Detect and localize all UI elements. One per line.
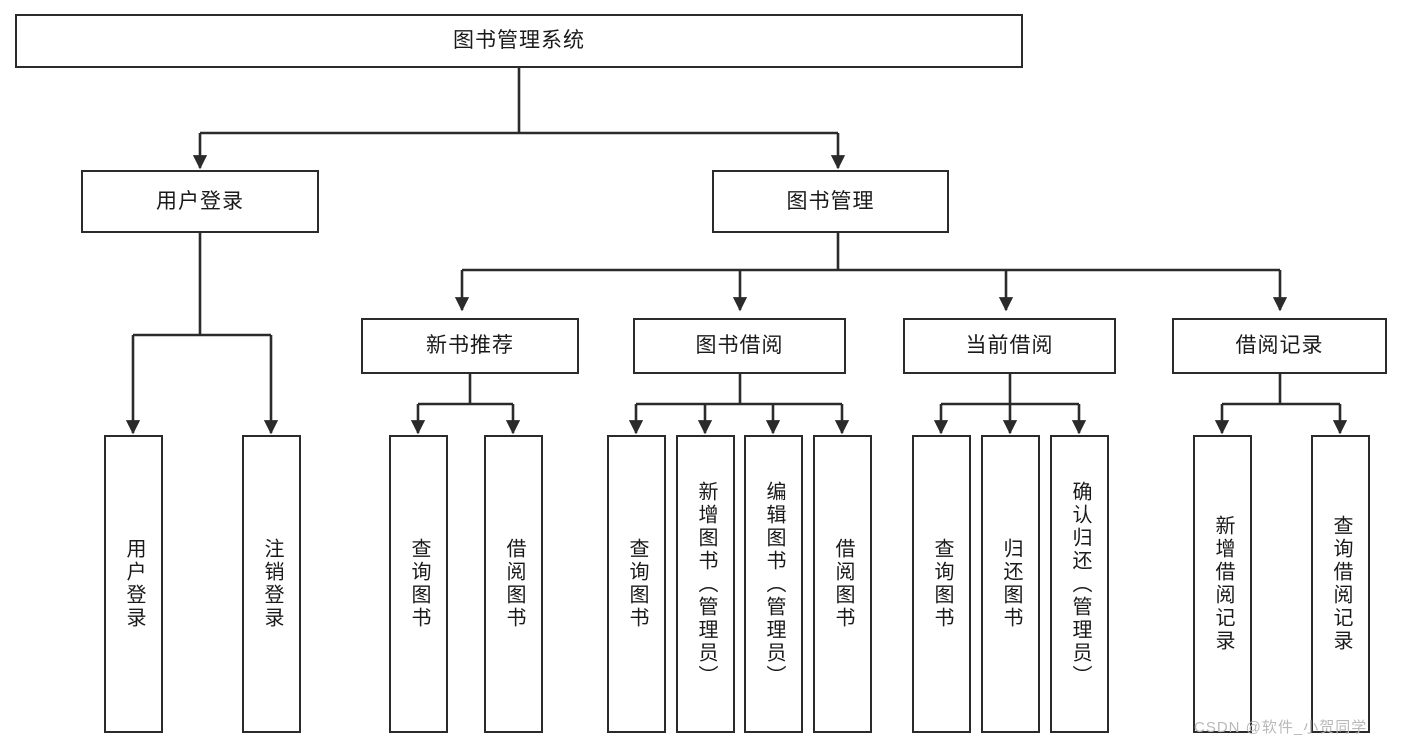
- leaf-return-book[interactable]: 归还图书: [981, 435, 1040, 733]
- leaf-logout[interactable]: 注销登录: [242, 435, 301, 733]
- node-book-borrow-label: 图书借阅: [695, 334, 784, 358]
- leaf-confirm-return-label: 确认归还（管理员）: [1069, 480, 1091, 688]
- leaf-logout-label: 注销登录: [261, 538, 283, 630]
- leaf-edit-book[interactable]: 编辑图书（管理员）: [744, 435, 803, 733]
- leaf-query-record[interactable]: 查询借阅记录: [1311, 435, 1370, 733]
- leaf-query-record-label: 查询借阅记录: [1330, 515, 1352, 653]
- leaf-borrow-book-1[interactable]: 借阅图书: [484, 435, 543, 733]
- node-root[interactable]: 图书管理系统: [15, 14, 1023, 68]
- leaf-query-book-2-label: 查询图书: [626, 538, 648, 630]
- node-user-login-label: 用户登录: [156, 189, 244, 213]
- leaf-query-book-3-label: 查询图书: [931, 538, 953, 630]
- leaf-edit-book-label: 编辑图书（管理员）: [763, 480, 785, 688]
- leaf-borrow-book-2[interactable]: 借阅图书: [813, 435, 872, 733]
- node-current-borrow[interactable]: 当前借阅: [903, 318, 1116, 374]
- leaf-query-book-1[interactable]: 查询图书: [389, 435, 448, 733]
- node-new-book-recommend-label: 新书推荐: [426, 334, 514, 358]
- leaf-borrow-book-2-label: 借阅图书: [832, 538, 854, 630]
- leaf-add-record[interactable]: 新增借阅记录: [1193, 435, 1252, 733]
- leaf-add-record-label: 新增借阅记录: [1212, 515, 1234, 653]
- leaf-return-book-label: 归还图书: [1000, 538, 1022, 630]
- node-current-borrow-label: 当前借阅: [965, 334, 1054, 358]
- leaf-add-book-label: 新增图书（管理员）: [695, 480, 717, 688]
- leaf-add-book[interactable]: 新增图书（管理员）: [676, 435, 735, 733]
- node-borrow-records[interactable]: 借阅记录: [1172, 318, 1387, 374]
- leaf-user-login[interactable]: 用户登录: [104, 435, 163, 733]
- leaf-borrow-book-1-label: 借阅图书: [503, 538, 525, 630]
- node-new-book-recommend[interactable]: 新书推荐: [361, 318, 579, 374]
- leaf-query-book-2[interactable]: 查询图书: [607, 435, 666, 733]
- leaf-user-login-label: 用户登录: [123, 538, 145, 630]
- leaf-query-book-3[interactable]: 查询图书: [912, 435, 971, 733]
- node-book-borrow[interactable]: 图书借阅: [633, 318, 846, 374]
- leaf-query-book-1-label: 查询图书: [408, 538, 430, 630]
- leaf-confirm-return[interactable]: 确认归还（管理员）: [1050, 435, 1109, 733]
- node-book-management[interactable]: 图书管理: [712, 170, 949, 233]
- node-user-login[interactable]: 用户登录: [81, 170, 319, 233]
- node-book-management-label: 图书管理: [786, 189, 875, 213]
- watermark: CSDN @软件_小贺同学: [1194, 719, 1368, 736]
- node-borrow-records-label: 借阅记录: [1235, 334, 1324, 358]
- node-root-label: 图书管理系统: [453, 29, 585, 53]
